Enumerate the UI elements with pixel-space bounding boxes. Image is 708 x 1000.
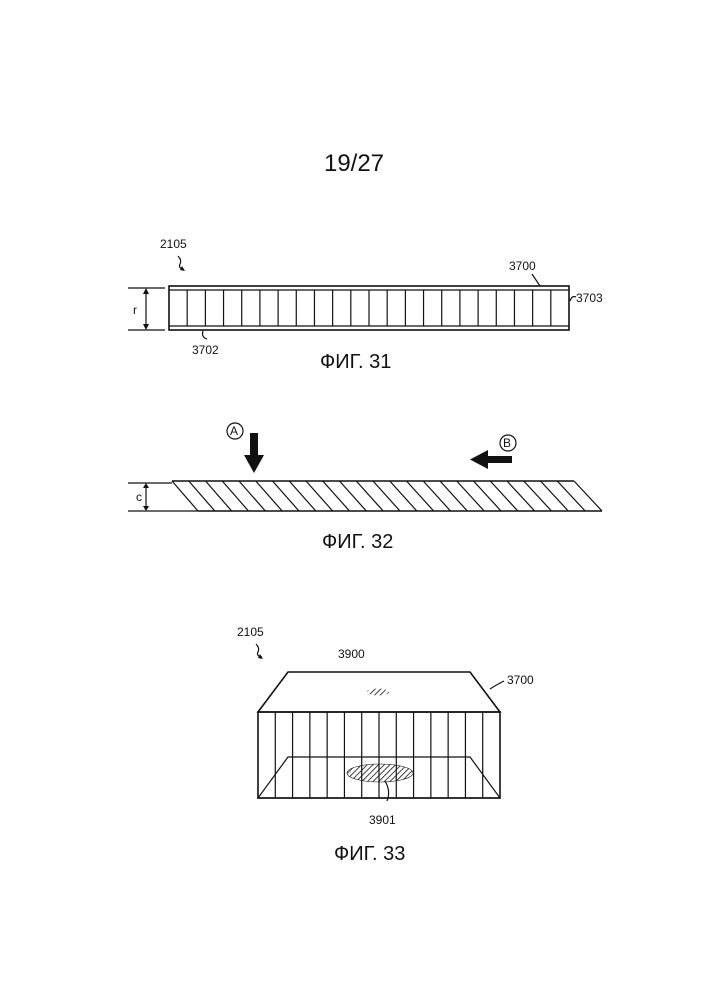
rib-line-diagonal	[390, 481, 417, 511]
caption-fig32: ФИГ. 32	[322, 531, 393, 553]
ref-3700-fig33: 3700	[507, 673, 534, 687]
rib-line-diagonal	[524, 481, 552, 511]
rib-line-diagonal	[490, 481, 518, 511]
leader-arrowhead	[180, 266, 185, 271]
ref-2105-fig31: 2105	[160, 237, 187, 251]
leader-3700-fig33	[490, 681, 504, 689]
ref-3702: 3702	[192, 343, 219, 357]
rib-line-diagonal	[222, 481, 248, 511]
figure-33: 2105 3900 3700 3901 ФИГ. 33	[0, 620, 708, 880]
page-number: 19/27	[0, 150, 708, 178]
ref-3901: 3901	[369, 813, 396, 827]
rib-line-diagonal	[189, 481, 215, 511]
rib-line-diagonal	[474, 481, 502, 511]
rib-line-diagonal	[239, 481, 265, 511]
leader-arrowhead	[258, 654, 263, 659]
rib-line-diagonal	[340, 481, 367, 511]
rib-line-diagonal	[356, 481, 383, 511]
rib-line-diagonal	[423, 481, 450, 511]
rib-line-diagonal	[289, 481, 316, 511]
label-b: B	[503, 436, 511, 450]
rib-line-diagonal	[507, 481, 535, 511]
leader-2105-fig33	[256, 644, 262, 657]
caption-fig33: ФИГ. 33	[334, 843, 405, 865]
ref-3703: 3703	[576, 291, 603, 305]
dim-label-c: c	[136, 490, 142, 504]
label-a: A	[230, 424, 238, 438]
rib-line-diagonal	[457, 481, 484, 511]
rib-line-diagonal	[323, 481, 350, 511]
rib-line-diagonal	[557, 481, 585, 511]
rib-line-diagonal	[407, 481, 434, 511]
caption-fig31: ФИГ. 31	[320, 351, 391, 373]
rib-line-diagonal	[306, 481, 333, 511]
figure-31: 2105 3700 3703 r 3702 ФИГ. 31	[0, 230, 708, 380]
spot-3900	[367, 689, 389, 696]
rib-line-diagonal	[206, 481, 232, 511]
leader-3700-fig31	[532, 274, 540, 286]
rib-line-diagonal	[273, 481, 300, 511]
rib-line-diagonal	[541, 481, 569, 511]
rib-line-diagonal	[373, 481, 400, 511]
rib-line-diagonal	[440, 481, 467, 511]
ref-3700-fig31: 3700	[509, 259, 536, 273]
spot-3901	[347, 764, 413, 782]
arrow-down-a-icon	[244, 433, 264, 473]
figure-32: A B c ФИГ. 32	[0, 415, 708, 555]
dim-label-r: r	[133, 303, 137, 317]
strip-cross-section	[172, 481, 602, 511]
ref-3900: 3900	[338, 647, 365, 661]
arrow-left-b-icon	[470, 450, 512, 469]
strip-3700	[169, 286, 569, 330]
leader-3702	[203, 331, 208, 339]
ref-2105-fig33: 2105	[237, 625, 264, 639]
rib-line-diagonal	[256, 481, 282, 511]
